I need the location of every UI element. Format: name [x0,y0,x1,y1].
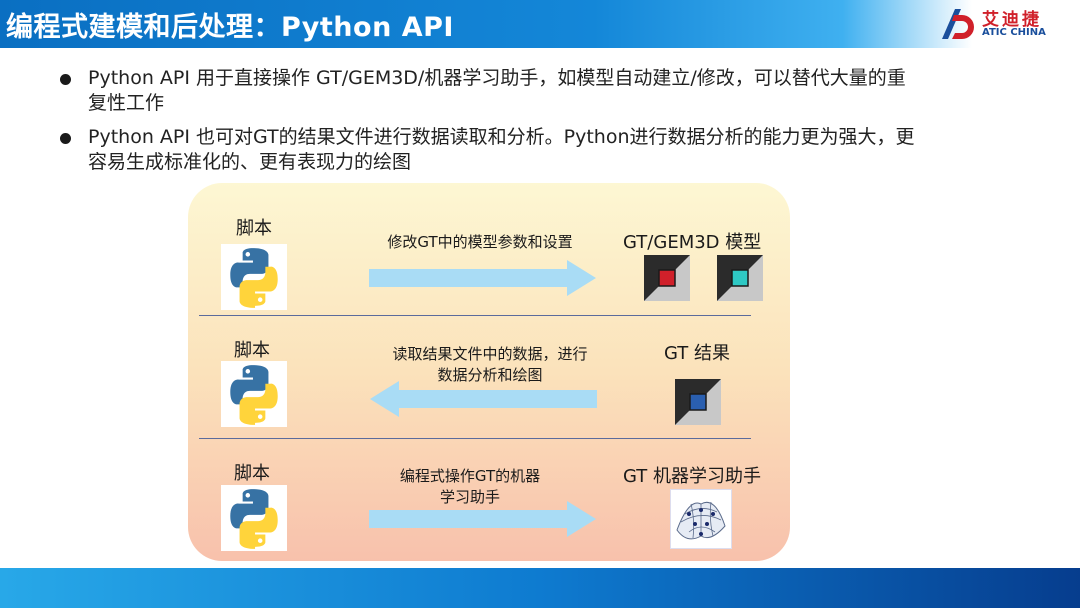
bullet-text-line: 复性工作 [88,92,165,114]
bullet-list: Python API 用于直接操作 GT/GEM3D/机器学习助手，如模型自动建… [60,66,1020,184]
bullet-item: Python API 用于直接操作 GT/GEM3D/机器学习助手，如模型自动建… [60,66,1020,116]
bullet-dot-icon [60,133,71,144]
arrow-note: 读取结果文件中的数据，进行 数据分析和绘图 [360,344,620,386]
arrow-left-icon [370,381,597,417]
bullet-text-line: Python API 用于直接操作 GT/GEM3D/机器学习助手，如模型自动建… [88,67,906,89]
arrow-note-line: 数据分析和绘图 [437,366,543,384]
bullet-dot-icon [60,74,71,85]
gt-results-icon [675,379,721,425]
row-divider [199,438,751,439]
python-logo-icon [221,361,287,427]
script-label: 脚本 [236,218,272,239]
atic-logo-icon [942,9,974,39]
gt-model-icon-red [644,255,690,301]
ml-assistant-icon [670,489,732,549]
logo-name-en: ATIC CHINA [982,27,1046,38]
script-label: 脚本 [234,340,270,361]
footer-bar [0,568,1080,608]
target-label: GT/GEM3D 模型 [623,232,762,253]
arrow-right-icon [369,501,596,537]
arrow-note: 修改GT中的模型参数和设置 [345,232,615,253]
target-label: GT 机器学习助手 [623,466,762,487]
arrow-note-line: 读取结果文件中的数据，进行 [392,345,588,363]
logo-name-cn: 艾迪捷 [982,10,1042,30]
bullet-text-line: 容易生成标准化的、更有表现力的绘图 [88,151,412,173]
arrow-note-line: 学习助手 [439,488,500,506]
row-divider [199,315,751,316]
script-label: 脚本 [234,463,270,484]
python-logo-icon [221,244,287,310]
arrow-note-line: 编程式操作GT的机器 [399,467,541,485]
target-label: GT 结果 [664,343,731,364]
bullet-text-line: Python API 也可对GT的结果文件进行数据读取和分析。Python进行数… [88,126,915,148]
title-bar: 编程式建模和后处理：Python API 艾迪捷 ATIC CHINA [0,0,1080,48]
page-title: 编程式建模和后处理：Python API [6,12,454,43]
company-logo: 艾迪捷 ATIC CHINA [938,5,1058,43]
arrow-note-line: 修改GT中的模型参数和设置 [387,233,573,251]
bullet-item: Python API 也可对GT的结果文件进行数据读取和分析。Python进行数… [60,125,1020,175]
arrow-right-icon [369,260,596,296]
arrow-note: 编程式操作GT的机器 学习助手 [365,466,575,508]
python-logo-icon [221,485,287,551]
gem3d-model-icon-cyan [717,255,763,301]
